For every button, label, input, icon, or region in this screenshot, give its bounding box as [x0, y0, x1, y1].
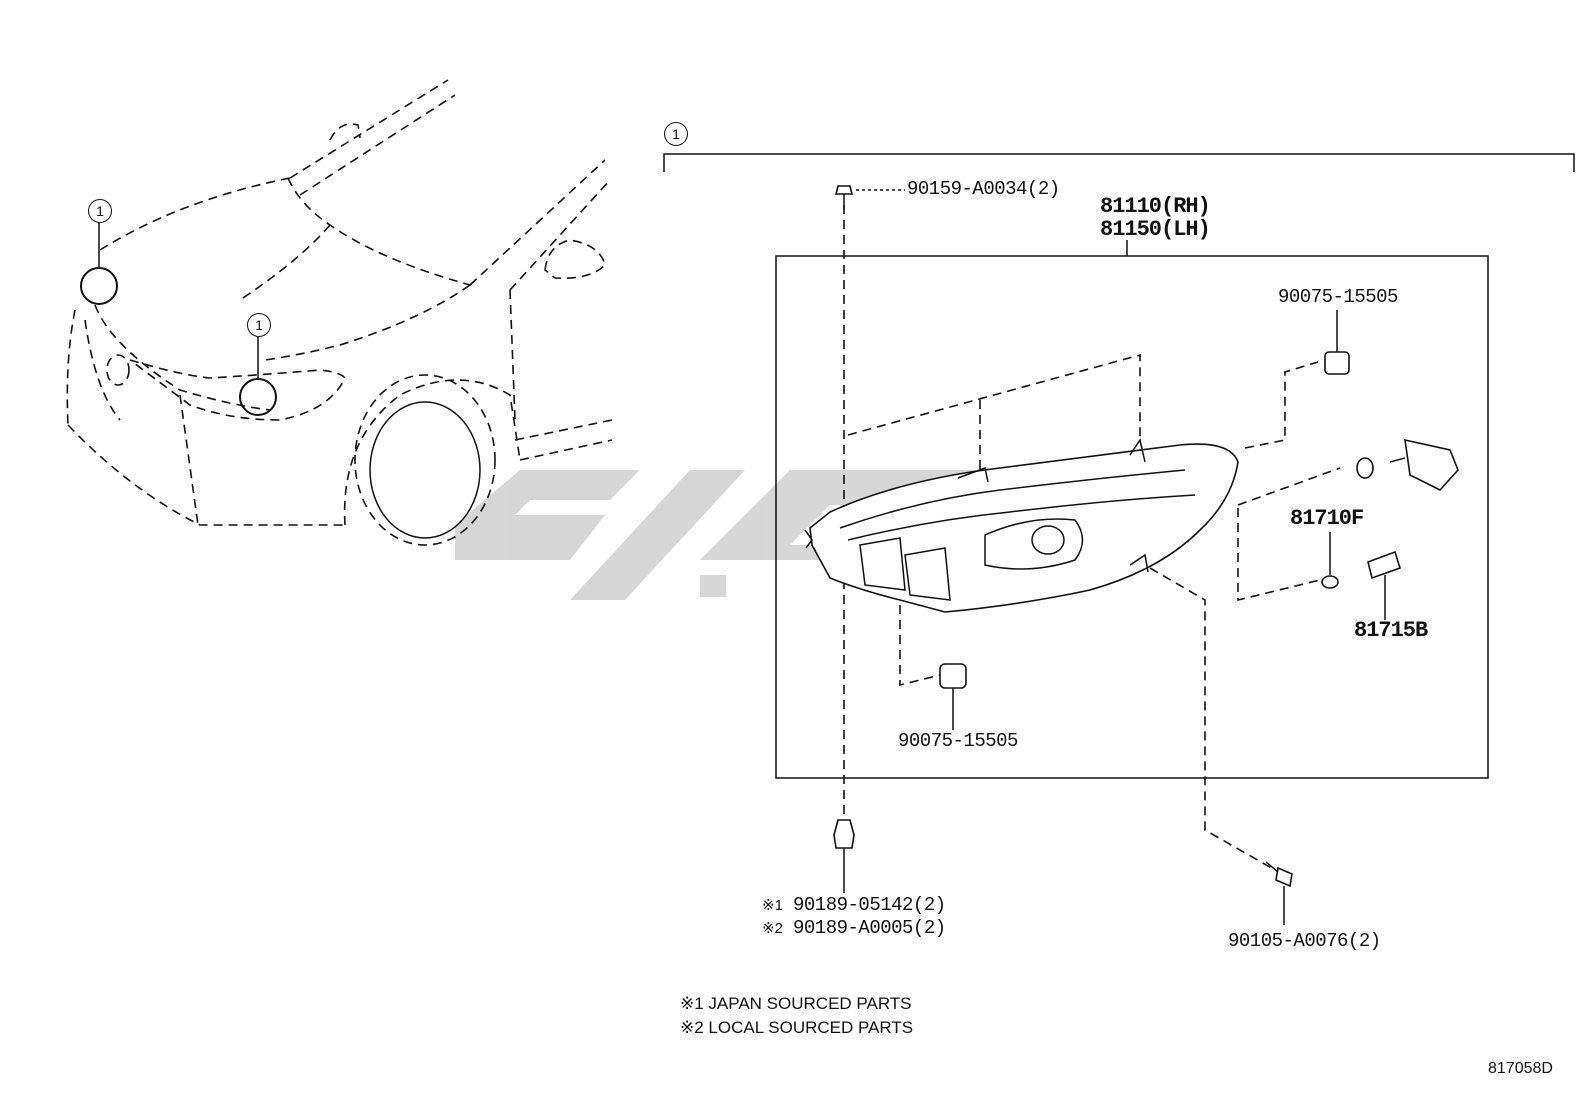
assembly-box	[775, 255, 1489, 779]
label-clip-2-mark: ※2	[762, 920, 783, 937]
bulb-socket-part	[1389, 438, 1459, 491]
label-clip-1: 90189-05142(2)	[793, 894, 946, 916]
callout-ref-marker: 1	[664, 122, 688, 146]
group-bracket	[663, 153, 1575, 172]
screw-bottom-part	[1265, 861, 1293, 925]
label-cap-right: 90075-15505	[1278, 286, 1398, 308]
clip-part	[833, 819, 855, 893]
bulb-b-part	[1367, 550, 1401, 620]
headlamp-assembly	[804, 438, 1239, 613]
label-clip-1-mark: ※1	[762, 897, 783, 914]
label-cap-bottom: 90075-15505	[898, 730, 1018, 752]
vehicle-outline	[66, 79, 613, 546]
label-clip-2: 90189-A0005(2)	[793, 917, 946, 939]
callout-ref-marker: 1	[88, 199, 112, 223]
cap-bottom-part	[939, 663, 967, 730]
note-japan-sourced: ※1 JAPAN SOURCED PARTS	[680, 994, 912, 1013]
bulb-a-part	[1321, 532, 1339, 589]
note-local-sourced: ※2 LOCAL SOURCED PARTS	[680, 1018, 914, 1037]
label-headlamp-lh: 81150(LH)	[1100, 217, 1211, 242]
label-screw-bottom: 90105-A0076(2)	[1228, 930, 1381, 952]
label-headlamp-rh: 81110(RH)	[1100, 194, 1211, 219]
cap-right-part	[1324, 310, 1350, 375]
label-bulb-b: 81715B	[1354, 618, 1428, 643]
grommet-part	[1356, 457, 1374, 479]
label-bolt-top: 90159-A0034(2)	[907, 178, 1060, 200]
bolt-top-part	[834, 185, 905, 210]
label-bulb-a: 81710F	[1290, 506, 1364, 531]
figure-id: 817058D	[1488, 1060, 1553, 1077]
callout-ref-marker: 1	[247, 313, 271, 337]
